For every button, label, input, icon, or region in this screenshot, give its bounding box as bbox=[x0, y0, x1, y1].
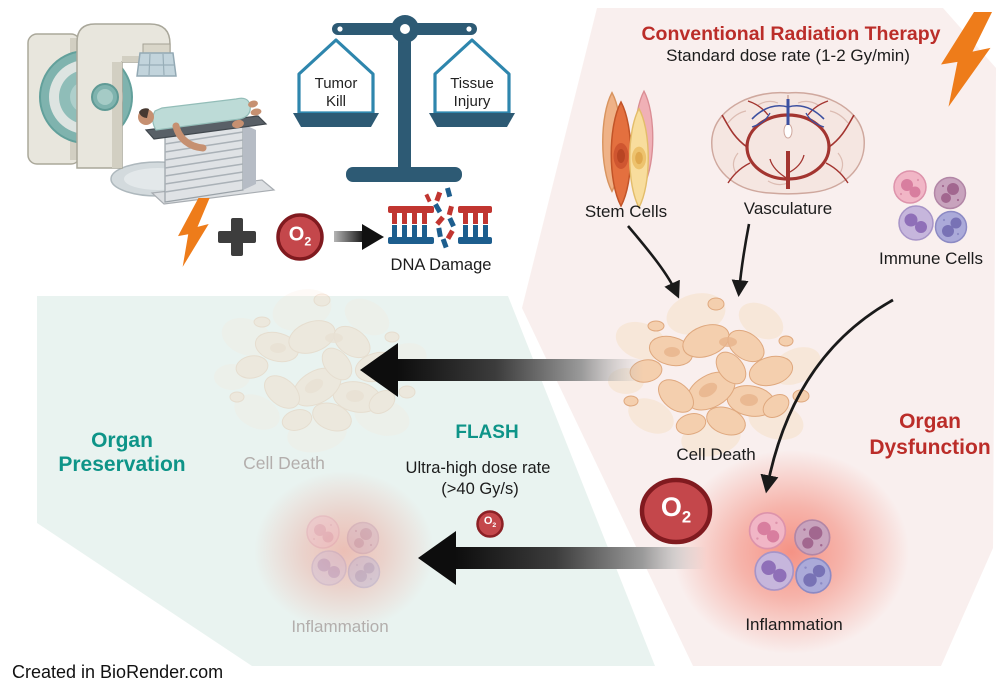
vasculature-arrow bbox=[731, 223, 751, 298]
flash-arrow-cell-death bbox=[360, 343, 644, 397]
organ-dysfunction-label: Organ Dysfunction bbox=[869, 410, 991, 459]
lightning-bolt-icon bbox=[178, 198, 210, 267]
conventional-title: Conventional Radiation Therapy bbox=[641, 23, 941, 45]
patient bbox=[138, 97, 262, 152]
inflammation-left-label: Inflammation bbox=[291, 617, 389, 636]
oxygen-label-small: O2 bbox=[483, 515, 497, 530]
stem-cells-arrow bbox=[627, 225, 680, 299]
vasculature-icon bbox=[711, 91, 865, 195]
flash-title: FLASH bbox=[455, 422, 519, 443]
conventional-subtitle: Standard dose rate (1-2 Gy/min) bbox=[666, 46, 910, 65]
organ-preservation-label: Organ Preservation bbox=[58, 429, 186, 476]
dna-damage-label: DNA Damage bbox=[390, 256, 492, 274]
radiotherapy-machine bbox=[27, 23, 276, 205]
stem-cells-label: Stem Cells bbox=[584, 202, 668, 221]
dna-fragments bbox=[424, 187, 456, 249]
tissue-injury-label: Tissue Injury bbox=[450, 75, 494, 110]
tumor-kill-label: Tumor Kill bbox=[314, 75, 358, 110]
inflammation-glow-left bbox=[254, 471, 434, 631]
oxygen-label-equation: O2 bbox=[288, 223, 312, 249]
immune-cells-label: Immune Cells bbox=[879, 249, 983, 268]
flash-subtitle-line1: Ultra-high dose rate bbox=[405, 459, 551, 477]
immune-cells-arrow bbox=[760, 298, 894, 494]
oxygen-icon-small bbox=[476, 510, 504, 538]
plus-icon bbox=[218, 218, 256, 256]
cause-arrows bbox=[627, 223, 894, 494]
cell-death-left-label: Cell Death bbox=[243, 453, 325, 473]
scale-pan-right bbox=[429, 38, 515, 127]
biorender-credit: Created in BioRender.com bbox=[12, 662, 224, 682]
vasculature-label: Vasculature bbox=[743, 199, 833, 218]
balance-scale bbox=[293, 15, 515, 182]
inflammation-right-label: Inflammation bbox=[745, 615, 843, 634]
inflammation-glow-right bbox=[673, 450, 909, 654]
stem-cells-icon bbox=[602, 90, 654, 209]
oxygen-icon-equation bbox=[276, 213, 324, 261]
collimator-head bbox=[136, 43, 177, 77]
reaction-arrow bbox=[334, 224, 384, 250]
scale-pan-left bbox=[293, 38, 379, 127]
oxygen-icon-large bbox=[639, 477, 713, 545]
flash-subtitle-line2: (>40 Gy/s) bbox=[441, 480, 519, 498]
flash-arrow-inflammation bbox=[418, 531, 706, 585]
cell-death-right-label: Cell Death bbox=[676, 445, 756, 464]
dna-damage-icon bbox=[388, 187, 492, 249]
oxygen-label-large: O2 bbox=[660, 491, 692, 527]
